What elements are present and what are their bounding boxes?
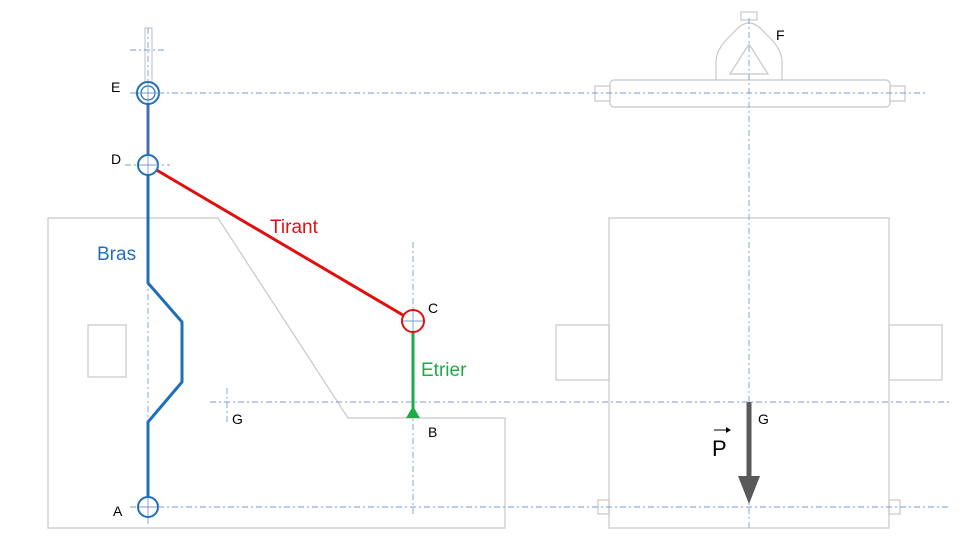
label-bras: Bras [97,244,136,265]
label-point-g-left: G [232,411,243,427]
top-bar-left-end [594,85,611,102]
top-rod-outline [144,27,153,87]
label-etrier: Etrier [421,360,467,381]
label-point-e: E [111,79,120,95]
left-view: E D C B G A Bras Tirant Etrier [47,27,506,529]
tirant-member [147,163,414,323]
left-body-outline [47,217,506,529]
top-bar-outline [609,79,891,108]
left-slot-outline [87,324,127,378]
label-point-f: F [776,27,785,43]
top-bar-right-end [889,85,906,102]
force-p-arrowhead [738,476,760,504]
support-triangle-b [406,406,420,418]
force-p-label: P [712,436,727,461]
right-left-plate [555,324,610,381]
right-view: F G P [555,11,943,529]
label-point-b: B [428,424,437,440]
right-right-plate [888,324,943,381]
force-p-vector-arrow [714,427,731,433]
label-point-g-right: G [758,411,769,427]
label-tirant: Tirant [270,217,319,238]
label-point-a: A [113,503,123,519]
joint-c [401,309,425,333]
label-point-c: C [428,300,438,316]
bras-lower-member [146,165,184,503]
label-point-d: D [111,151,121,167]
